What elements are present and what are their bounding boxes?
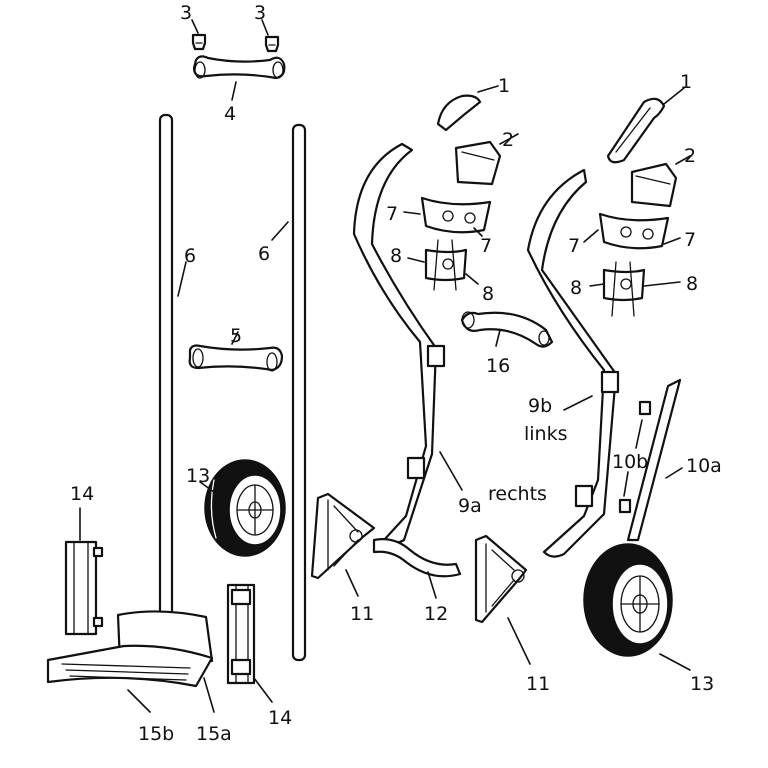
callout-3-right: 3: [254, 2, 266, 24]
callout-7-b1: 7: [568, 235, 580, 257]
part-10b-clip-top: [638, 400, 652, 416]
callout-8-a2: 8: [482, 283, 494, 305]
callout-6-right: 6: [258, 243, 270, 265]
callout-6-left: 6: [184, 245, 196, 267]
callout-8-a1: 8: [390, 245, 402, 267]
callout-13-right: 13: [690, 673, 714, 695]
callout-1-a: 1: [498, 75, 510, 97]
part-4-crossbar: [192, 55, 286, 80]
leader-6-left: [177, 261, 187, 297]
leader-11-right: [507, 617, 531, 665]
leader-11-left: [345, 569, 359, 597]
part-15b-foot-plate: [46, 644, 214, 688]
callout-7-a2: 7: [480, 235, 492, 257]
leader-10b-bottom: [623, 471, 629, 497]
part-5-crossbar: [188, 344, 284, 372]
leader-6-right: [271, 221, 289, 241]
leader-7-a1: [403, 211, 421, 215]
part-13-wheel-left: [204, 459, 286, 557]
part-16-curved-strut: [460, 311, 554, 348]
part-8-bracket-b: [602, 261, 646, 317]
callout-16: 16: [486, 355, 510, 377]
leader-10b-top: [635, 419, 643, 449]
part-12-axle: [372, 538, 462, 578]
callout-15a: 15a: [196, 723, 232, 745]
leader-9a: [439, 451, 463, 491]
callout-13-left: 13: [186, 465, 210, 487]
leader-8-a1: [407, 257, 425, 263]
callout-9a: 9a: [458, 495, 482, 517]
part-11-axle-bracket-right: [474, 534, 528, 624]
leader-13-right: [659, 653, 691, 671]
callout-12: 12: [424, 603, 448, 625]
part-13-wheel-right: [583, 543, 673, 657]
leader-2-a: [499, 133, 519, 145]
leader-16: [495, 329, 501, 347]
leader-3-left: [191, 19, 199, 34]
callout-11-right: 11: [526, 673, 550, 695]
leader-12: [427, 571, 437, 599]
callout-10a: 10a: [686, 455, 722, 477]
leader-15a: [203, 677, 215, 713]
part-7-collar-b: [598, 212, 670, 250]
callout-7-b2: 7: [684, 229, 696, 251]
callout-5: 5: [230, 325, 242, 347]
part-14-bracket-right: [226, 583, 256, 685]
leader-2-b: [675, 155, 691, 165]
leader-1-a: [477, 85, 499, 93]
leader-13-left: [199, 481, 215, 493]
leader-8-b1: [589, 283, 605, 287]
callout-3-left: 3: [180, 2, 192, 24]
part-2-clamp-a: [454, 140, 502, 186]
part-1-handle-grip-right: [436, 94, 482, 132]
callout-14-left: 14: [70, 483, 94, 505]
leader-5: [231, 331, 239, 345]
label-rechts: rechts: [488, 483, 547, 505]
part-7-collar-a: [420, 196, 492, 234]
part-11-axle-bracket-left: [310, 492, 376, 580]
part-8-bracket-a: [424, 239, 468, 291]
callout-8-b1: 8: [570, 277, 582, 299]
part-1-handle-grip-links: [606, 97, 666, 164]
leader-7-b1: [583, 229, 599, 243]
part-6-tube-left: [158, 113, 174, 622]
leader-8-b2: [643, 281, 681, 287]
part-10a-strip: [626, 378, 682, 542]
callout-11-left: 11: [350, 603, 374, 625]
callout-9b: 9b: [528, 395, 552, 417]
callout-15b: 15b: [138, 723, 174, 745]
leader-3-right: [261, 19, 269, 36]
part-10b-clip-bottom: [618, 498, 632, 514]
leader-7-b2: [663, 237, 681, 245]
label-links: links: [524, 423, 568, 445]
part-6-tube-right: [291, 123, 307, 662]
callout-2-b: 2: [684, 145, 696, 167]
part-14-bracket-left: [64, 540, 104, 636]
callout-14-right: 14: [268, 707, 292, 729]
callout-7-a1: 7: [386, 203, 398, 225]
callout-4: 4: [224, 103, 236, 125]
callout-1-b: 1: [680, 71, 692, 93]
part-2-clamp-b: [630, 162, 678, 208]
leader-7-a2: [473, 227, 483, 237]
callout-2-a: 2: [502, 129, 514, 151]
part-3-cap-right: [264, 35, 280, 53]
leader-15b: [127, 689, 151, 713]
leader-9b: [563, 395, 593, 411]
leader-8-a2: [465, 273, 479, 285]
callout-10b: 10b: [612, 451, 648, 473]
leader-10a: [665, 467, 683, 479]
leader-14-right: [253, 677, 273, 703]
leader-1-b: [663, 87, 685, 105]
leader-4: [231, 81, 237, 101]
part-3-cap-left: [191, 33, 207, 51]
part-9b-frame-links: [526, 168, 620, 558]
callout-8-b2: 8: [686, 273, 698, 295]
